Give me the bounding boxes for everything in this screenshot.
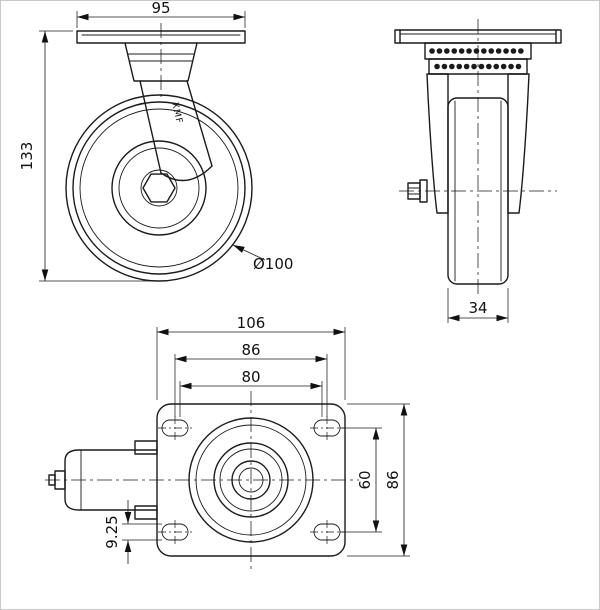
bolt-slot-bottom-left <box>158 520 192 544</box>
dim-text-106: 106 <box>237 314 266 332</box>
dim-bolt-spacing-86: 86 <box>174 341 328 417</box>
bolt-slot-top-right <box>310 416 344 440</box>
dim-text-dia100: Ø100 <box>253 255 293 273</box>
axle-bolt-front <box>407 179 428 203</box>
axle-end-top <box>48 470 66 490</box>
dim-plate-length-106: 106 <box>156 314 346 400</box>
dim-wheel-width-34: 34 <box>447 288 509 323</box>
dim-slot-width-9-25: 9.25 <box>103 500 162 564</box>
brand-logo-text: XMF <box>169 101 184 125</box>
fork-legs-front <box>426 73 530 214</box>
dim-text-60: 60 <box>356 470 374 489</box>
wheel-front <box>447 97 509 285</box>
top-view: 106 86 80 60 86 <box>45 314 410 569</box>
dim-text-133: 133 <box>18 142 36 171</box>
swivel-bearing-front <box>424 42 532 75</box>
dim-bolt-spacing-80: 80 <box>179 368 323 417</box>
dim-plate-width-86: 86 <box>347 403 410 557</box>
dim-text-95: 95 <box>151 1 170 17</box>
dim-overall-height-133: 133 <box>18 30 155 282</box>
dim-text-86-vertical: 86 <box>384 470 402 489</box>
swivel-housing-side <box>124 42 198 82</box>
mounting-plate-top <box>156 403 346 557</box>
dim-text-34: 34 <box>468 299 487 317</box>
dim-bolt-spacing-60: 60 <box>340 427 382 533</box>
swivel-raceway-circles <box>188 417 314 543</box>
dim-text-86-horizontal: 86 <box>241 341 260 359</box>
bolt-slot-bottom-right <box>310 520 344 544</box>
front-view: 34 <box>394 19 562 323</box>
axle-hex-nut <box>142 173 176 203</box>
wheel-side <box>65 94 253 282</box>
dim-text-9-25: 9.25 <box>103 515 121 548</box>
bolt-slot-top-left <box>158 416 192 440</box>
dim-plate-width-95: 95 <box>76 1 246 28</box>
top-plate-side <box>76 30 246 44</box>
side-view: XMF 95 133 Ø100 <box>18 1 293 282</box>
dim-text-80: 80 <box>241 368 260 386</box>
dim-wheel-diameter-100: Ø100 <box>232 244 293 273</box>
